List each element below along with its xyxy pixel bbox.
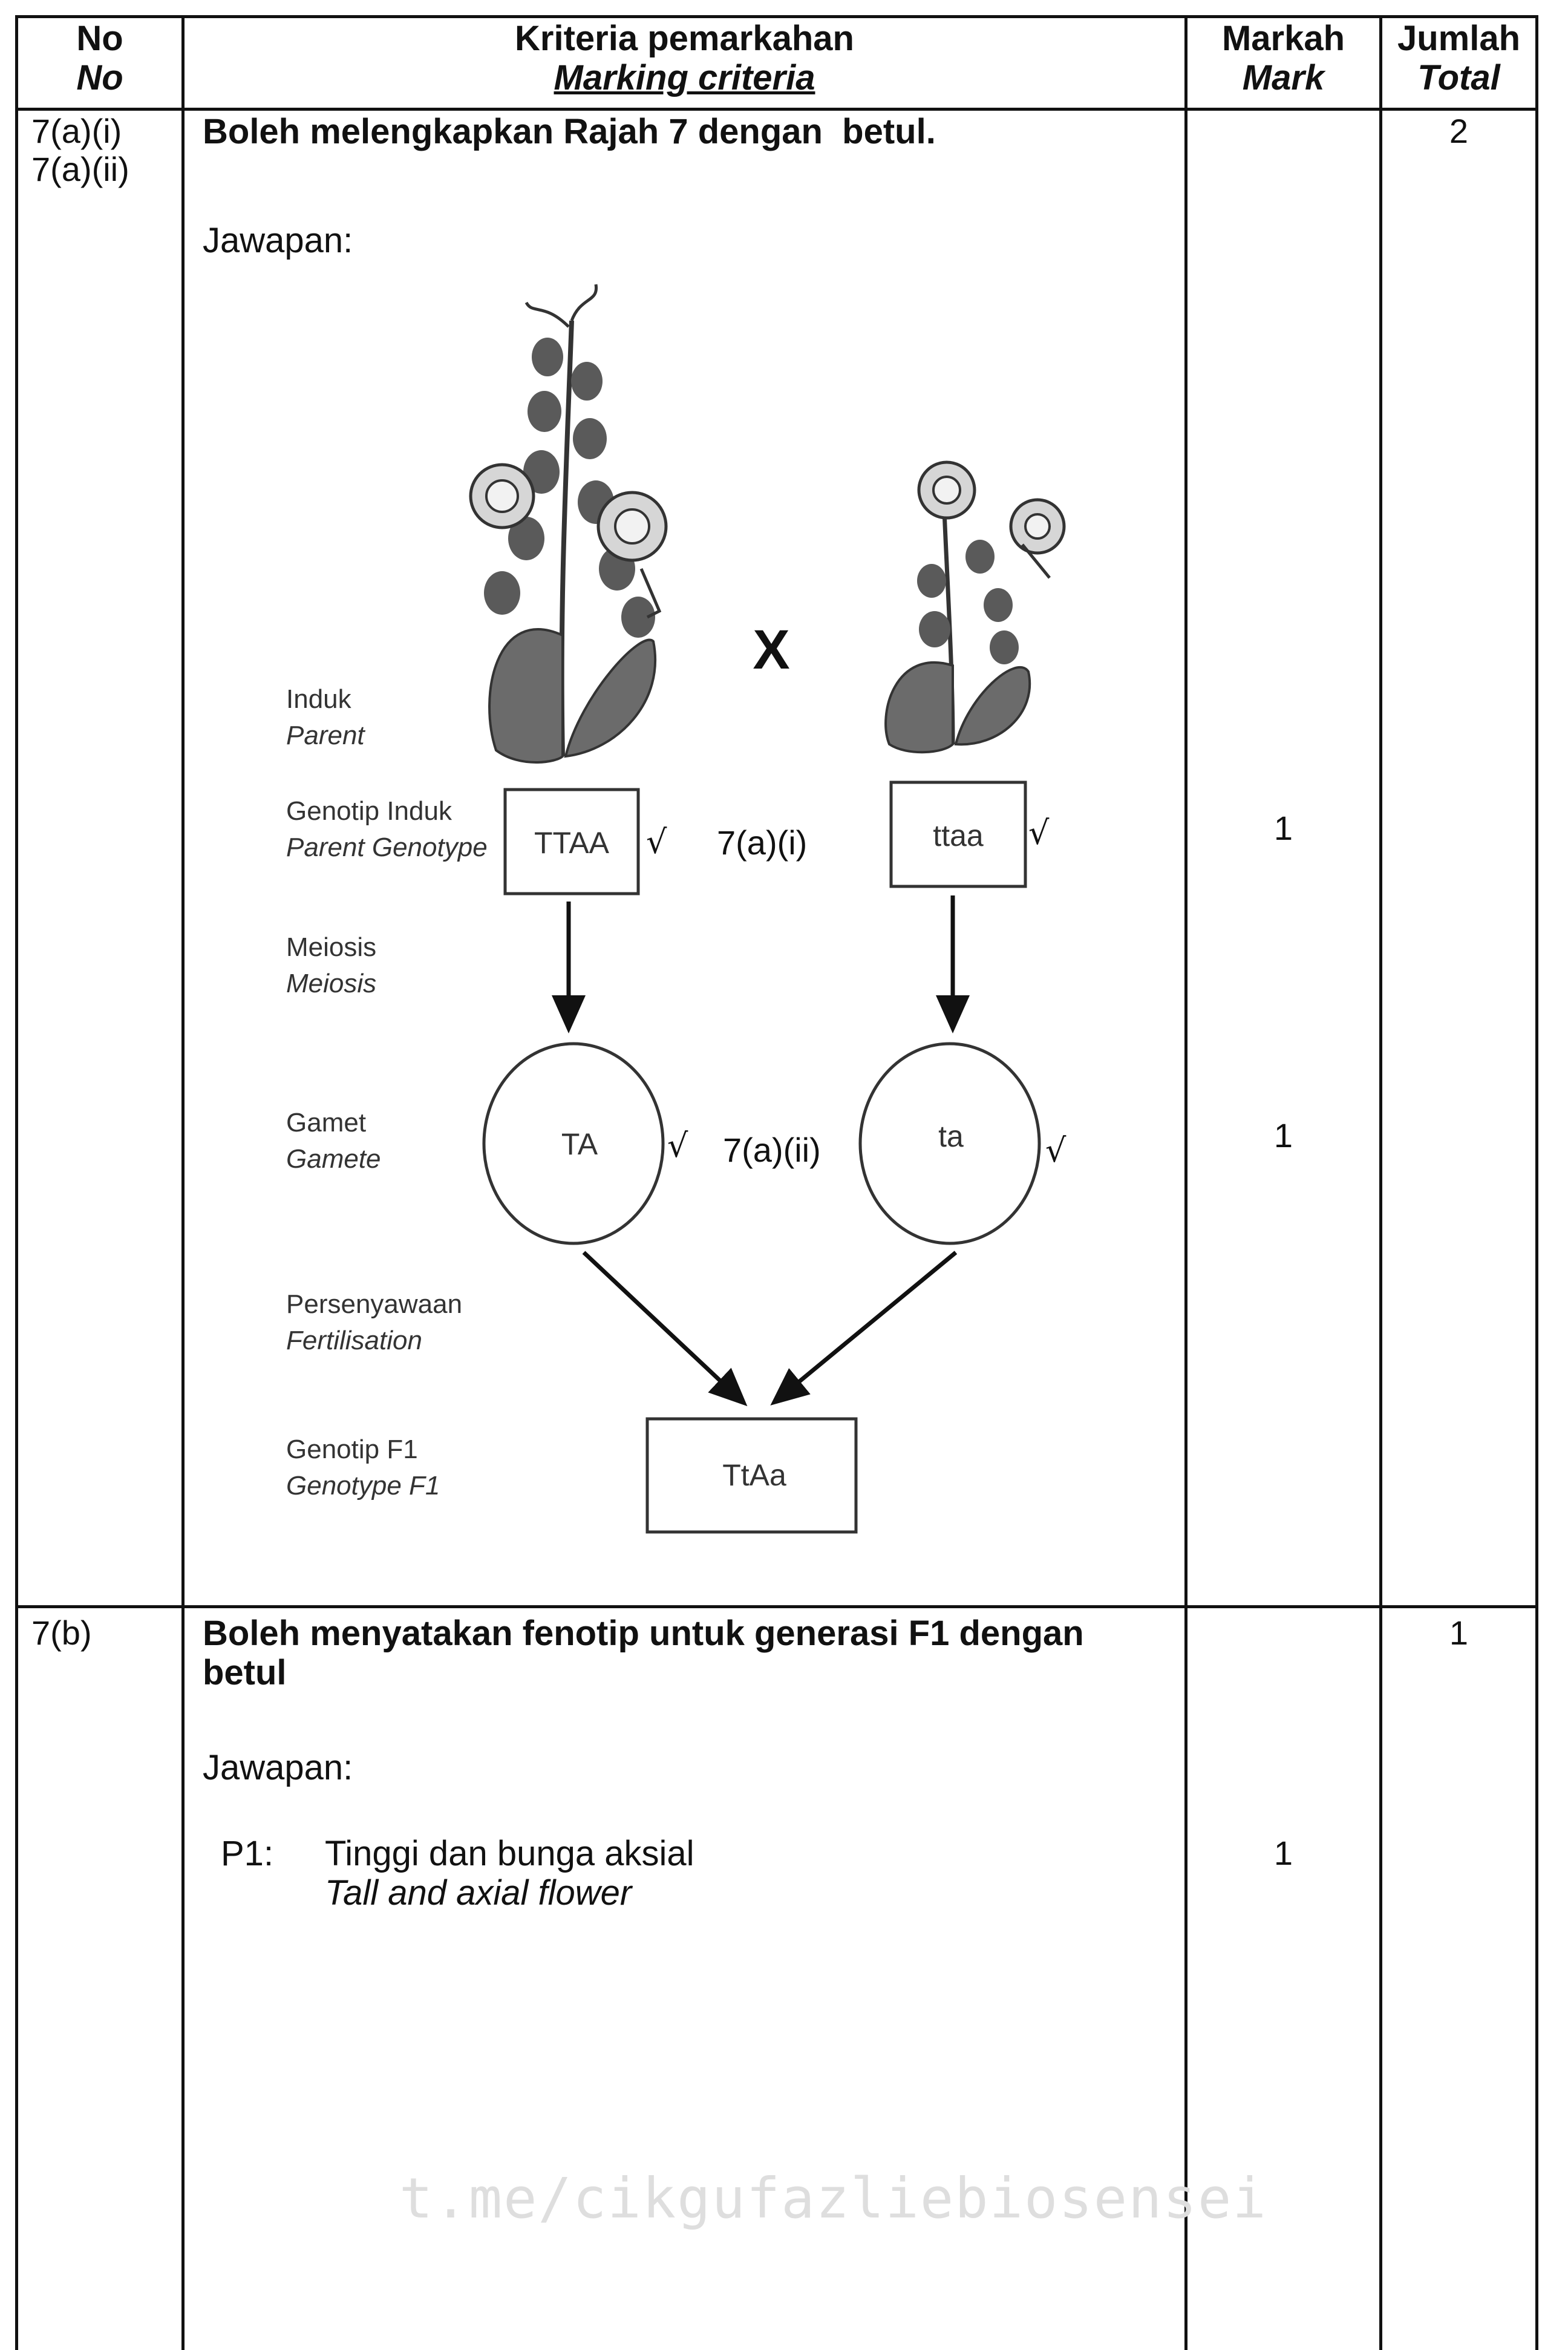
row1-criterion: Boleh melengkapkan Rajah 7 dengan betul. <box>203 113 1171 152</box>
col-divider-no <box>181 15 185 2350</box>
tick-parent2: √ <box>1028 814 1050 852</box>
header-total-label-en: Total <box>1382 59 1535 98</box>
label-f1-genotype: Genotip F1 <box>286 1435 418 1464</box>
fertilisation-arrow-left <box>584 1252 735 1395</box>
label-meiosis-en: Meiosis <box>286 969 376 998</box>
table-left-border <box>15 15 18 2350</box>
row-divider <box>15 1605 1538 1608</box>
annotation-7aii: 7(a)(ii) <box>723 1131 821 1169</box>
tick-parent1: √ <box>646 823 667 861</box>
row1-answer-label: Jawapan: <box>203 221 353 261</box>
annotation-7ai: 7(a)(i) <box>717 823 807 862</box>
row2-point-text-ms: Tinggi dan bunga aksial <box>325 1835 1172 1874</box>
header-mark-label: Markah <box>1187 19 1379 59</box>
header-criteria-label: Kriteria pemarkahan <box>185 19 1184 59</box>
table-top-border <box>15 15 1538 18</box>
label-parent-en: Parent <box>286 721 365 750</box>
row2-point-label: P1: <box>221 1835 273 1874</box>
tick-gamete1: √ <box>667 1127 688 1165</box>
header-total-label: Jumlah <box>1382 19 1535 59</box>
row1-question-number: 7(a)(i) 7(a)(ii) <box>31 113 177 188</box>
parent2-genotype: ttaa <box>933 819 984 853</box>
watermark: t.me/cikgufazliebiosensei <box>399 2166 1198 2231</box>
row1-mark-gamete: 1 <box>1187 1117 1379 1155</box>
label-meiosis: Meiosis <box>286 932 376 962</box>
header-criteria: Kriteria pemarkahan Marking criteria <box>185 19 1184 98</box>
row2-total: 1 <box>1382 1614 1535 1652</box>
table-right-border <box>1535 15 1538 2350</box>
genetic-cross-diagram: X Induk Parent Genotip Induk Parent Geno… <box>200 272 1155 1573</box>
label-f1-genotype-en: Genotype F1 <box>286 1471 440 1501</box>
row2-mark: 1 <box>1187 1835 1379 1873</box>
header-mark: Markah Mark <box>1187 19 1379 98</box>
row2-point-text-en: Tall and axial flower <box>325 1874 1172 1913</box>
col-divider-mark <box>1379 15 1382 2350</box>
row2-criterion-line2: betul <box>203 1654 1171 1693</box>
header-mark-label-en: Mark <box>1187 59 1379 98</box>
gamete1: TA <box>561 1127 598 1161</box>
row1-question-number-1: 7(a)(i) <box>31 113 177 151</box>
fertilisation-arrow-right <box>783 1252 956 1395</box>
row2-answer-label: Jawapan: <box>203 1749 353 1788</box>
label-parent-genotype-en: Parent Genotype <box>286 833 488 862</box>
label-fertilisation: Persenyawaan <box>286 1289 462 1319</box>
label-parent-genotype: Genotip Induk <box>286 796 452 826</box>
tall-plant-illustration <box>471 284 666 762</box>
short-plant-illustration <box>886 462 1064 752</box>
header-no-label-en: No <box>18 59 181 98</box>
header-criteria-label-en: Marking criteria <box>185 59 1184 98</box>
gamete2: ta <box>938 1119 964 1153</box>
cross-symbol: X <box>753 619 789 681</box>
label-gamete: Gamet <box>286 1108 366 1137</box>
header-total: Jumlah Total <box>1382 19 1535 98</box>
f1-genotype: TtAa <box>722 1458 786 1492</box>
row1-question-number-2: 7(a)(ii) <box>31 151 177 189</box>
row2-question-number: 7(b) <box>31 1614 177 1652</box>
label-gamete-en: Gamete <box>286 1144 381 1174</box>
header-no-label: No <box>18 19 181 59</box>
header-bottom-border <box>15 108 1538 111</box>
row2-point-text: Tinggi dan bunga aksial Tall and axial f… <box>325 1835 1172 1913</box>
row2-criterion-line1: Boleh menyatakan fenotip untuk generasi … <box>203 1614 1171 1654</box>
header-no: No No <box>18 19 181 98</box>
row1-mark-parent-genotype: 1 <box>1187 810 1379 848</box>
col-divider-criteria <box>1184 15 1187 2350</box>
label-fertilisation-en: Fertilisation <box>286 1326 422 1355</box>
tick-gamete2: √ <box>1045 1131 1067 1170</box>
row2-criterion: Boleh menyatakan fenotip untuk generasi … <box>203 1614 1171 1693</box>
parent1-genotype: TTAA <box>534 826 610 860</box>
row1-total: 2 <box>1382 113 1535 151</box>
label-parent: Induk <box>286 684 352 714</box>
